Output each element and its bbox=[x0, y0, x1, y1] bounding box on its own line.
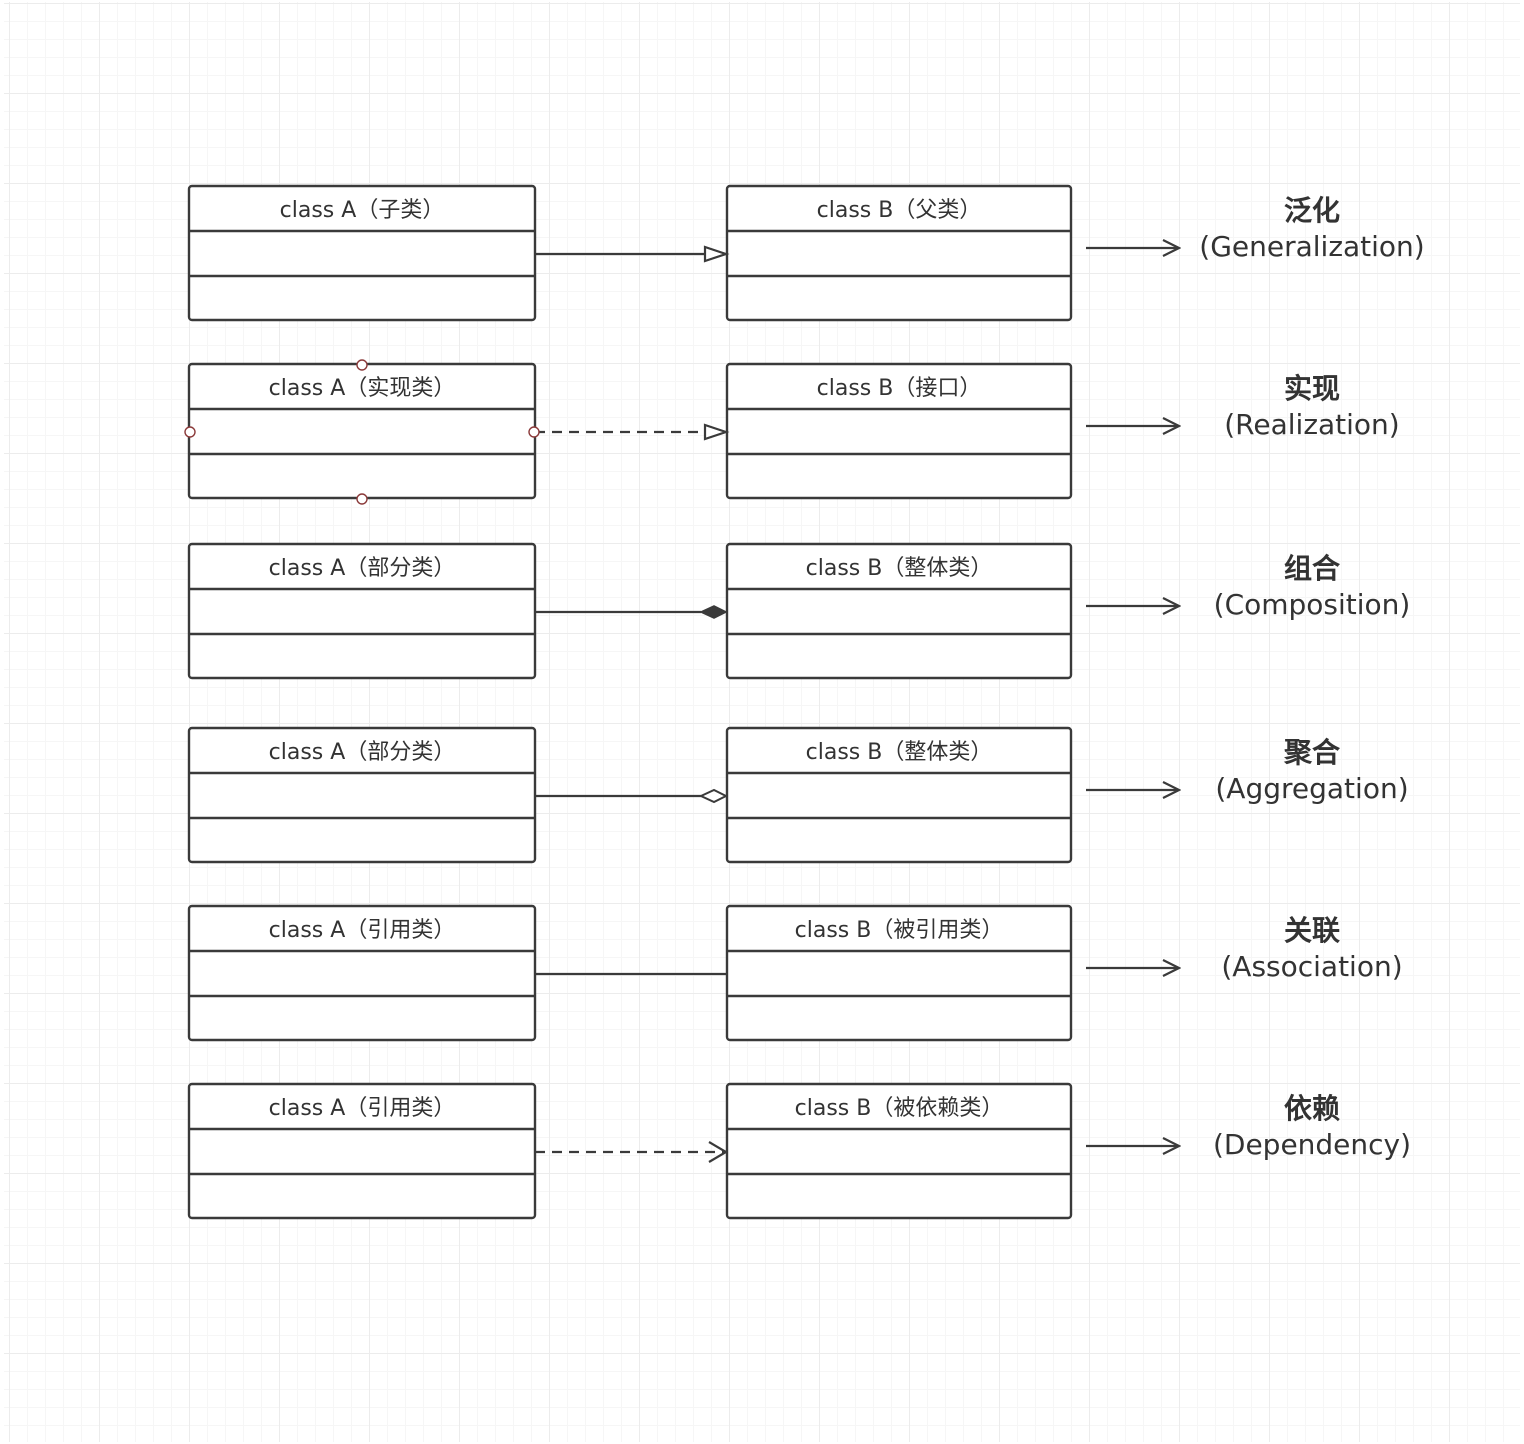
relation-row-composition: class A（部分类） class B（整体类） 组合(Composition) bbox=[187, 542, 1411, 680]
class-box-border bbox=[725, 184, 1073, 322]
connector-generalization[interactable] bbox=[535, 245, 730, 263]
class-title: class A（引用类） bbox=[269, 918, 456, 943]
relation-label-cn: 关联 bbox=[1284, 914, 1340, 947]
class-box-target[interactable]: class B（整体类） bbox=[725, 542, 1073, 680]
class-title: class B（父类） bbox=[817, 198, 982, 223]
relation-label-cn: 依赖 bbox=[1284, 1092, 1340, 1125]
class-title: class A（引用类） bbox=[269, 1096, 456, 1121]
class-box-source[interactable]: class A（部分类） bbox=[187, 726, 537, 864]
class-box-target[interactable]: class B（整体类） bbox=[725, 726, 1073, 864]
open-arrowhead bbox=[708, 1141, 729, 1163]
filled-diamond-head bbox=[699, 605, 728, 619]
connector-realization[interactable] bbox=[535, 423, 730, 441]
hollow-triangle-arrowhead bbox=[703, 423, 730, 441]
class-title: class B（整体类） bbox=[806, 556, 993, 581]
class-box-source[interactable]: class A（子类） bbox=[187, 184, 537, 322]
relation-label-cn: 泛化 bbox=[1284, 194, 1340, 227]
relation-label-cn: 实现 bbox=[1284, 372, 1340, 405]
class-box-target[interactable]: class B（被引用类） bbox=[725, 904, 1073, 1042]
relation-row-dependency: class A（引用类） class B（被依赖类） 依赖(Dependency) bbox=[187, 1082, 1411, 1220]
class-box-source[interactable]: class A（引用类） bbox=[187, 1082, 537, 1220]
resize-handle[interactable] bbox=[184, 426, 196, 438]
class-box-target[interactable]: class B（被依赖类） bbox=[725, 1082, 1073, 1220]
class-box-border bbox=[725, 542, 1073, 680]
class-title: class A（部分类） bbox=[269, 556, 456, 581]
class-box-border bbox=[725, 362, 1073, 500]
relation-label-en: (Aggregation) bbox=[1215, 772, 1408, 805]
relation-label-en: (Dependency) bbox=[1213, 1128, 1411, 1161]
class-title: class A（子类） bbox=[280, 198, 445, 223]
class-box-border bbox=[725, 726, 1073, 864]
hollow-diamond-head bbox=[698, 788, 729, 804]
hollow-triangle-arrowhead bbox=[703, 245, 730, 263]
class-title: class B（整体类） bbox=[806, 740, 993, 765]
resize-handle[interactable] bbox=[528, 426, 540, 438]
relation-label-cn: 组合 bbox=[1284, 552, 1341, 585]
selection-handles[interactable] bbox=[184, 359, 540, 505]
class-box-source[interactable]: class A（引用类） bbox=[187, 904, 537, 1042]
class-box-source[interactable]: class A（实现类） bbox=[187, 362, 537, 500]
relation-row-association: class A（引用类） class B（被引用类） 关联(Association) bbox=[187, 904, 1403, 1042]
class-title: class A（实现类） bbox=[269, 376, 456, 401]
relation-label-en: (Generalization) bbox=[1199, 230, 1424, 263]
class-box-target[interactable]: class B（父类） bbox=[725, 184, 1073, 322]
resize-handle[interactable] bbox=[356, 359, 368, 371]
connector-dependency[interactable] bbox=[535, 1141, 729, 1163]
relation-row-generalization: class A（子类） class B（父类） 泛化(Generalization) bbox=[187, 184, 1425, 322]
class-box-target[interactable]: class B（接口） bbox=[725, 362, 1073, 500]
connector-aggregation[interactable] bbox=[535, 788, 729, 804]
class-title: class B（被引用类） bbox=[795, 918, 1004, 943]
relation-label-en: (Composition) bbox=[1214, 588, 1411, 621]
relation-label-en: (Realization) bbox=[1224, 408, 1399, 441]
connector-composition[interactable] bbox=[535, 605, 728, 619]
class-title: class B（接口） bbox=[817, 376, 982, 401]
class-title: class B（被依赖类） bbox=[795, 1096, 1004, 1121]
relation-label-cn: 聚合 bbox=[1283, 736, 1341, 769]
relation-row-aggregation: class A（部分类） class B（整体类） 聚合(Aggregation) bbox=[187, 726, 1409, 864]
relation-label-en: (Association) bbox=[1221, 950, 1402, 983]
class-title: class A（部分类） bbox=[269, 740, 456, 765]
resize-handle[interactable] bbox=[356, 493, 368, 505]
class-box-source[interactable]: class A（部分类） bbox=[187, 542, 537, 680]
relation-row-realization: class A（实现类） class B（接口） 实现(Realization) bbox=[187, 362, 1400, 500]
